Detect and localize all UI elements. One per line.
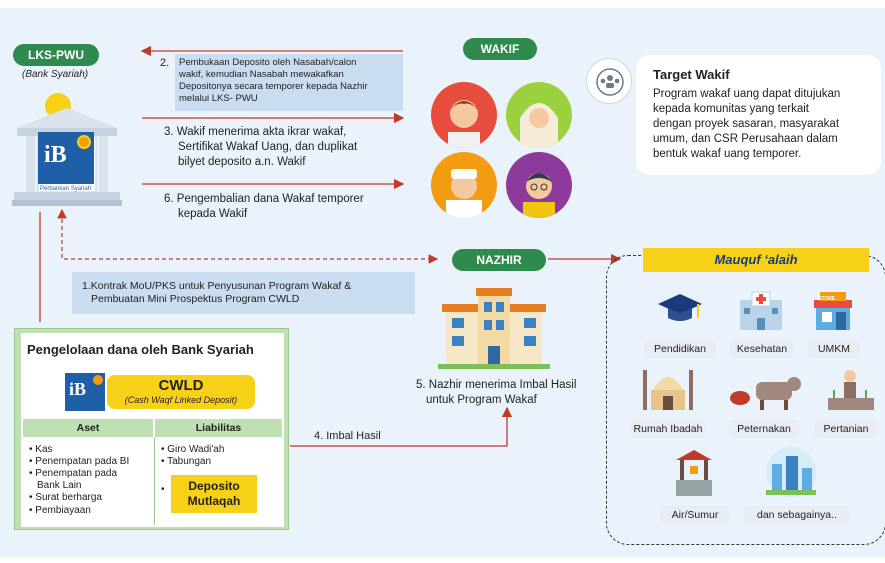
target-title: Target Wakif [653, 67, 730, 82]
target-line5: bentuk wakaf uang temporer. [653, 148, 802, 160]
step6-line2: kepada Wakif [178, 208, 248, 220]
nazhir-building-icon [438, 284, 550, 370]
step2-line3: Depositonya secara temporer kepada Nazhi… [179, 81, 368, 92]
mauquf-item-air-sumur: Air/Sumur [660, 506, 730, 524]
cwld-badge: CWLD (Cash Waqf Linked Deposit) [107, 375, 255, 409]
graduation-cap-icon [656, 292, 704, 326]
aset-header: Aset [23, 419, 153, 437]
lks-pwu-label: LKS-PWU [13, 44, 99, 66]
city-icon [760, 446, 822, 498]
aset-item: • Pembiayaan [29, 505, 91, 516]
step3-line2: Sertifikat Wakaf Uang, dan duplikat [178, 141, 358, 153]
mauquf-item-pertanian: Pertanian [815, 420, 877, 438]
mauquf-item-rumah-ibadah: Rumah Ibadah [630, 420, 706, 438]
target-people-icon [586, 58, 632, 104]
liabilitas-header: Liabilitas [155, 419, 282, 437]
target-line1: Program wakaf uang dapat ditujukan [653, 88, 841, 100]
store-icon [812, 290, 854, 332]
step2-number: 2. [160, 57, 170, 69]
panel-inner: Pengelolaan dana oleh Bank Syariah iB CW… [21, 333, 284, 527]
liab-bullet: • [161, 484, 165, 495]
liab-item: • Giro Wadi'ah [161, 444, 225, 455]
step6-line1: 6. Pengembalian dana Wakaf temporer [164, 193, 364, 205]
ib-caption: Perbankan Syariah [40, 186, 92, 192]
step1-highlight [72, 272, 415, 314]
step4-label: 4. Imbal Hasil [314, 430, 381, 442]
arrow-step4 [290, 406, 513, 447]
ib-star-icon [77, 135, 91, 149]
aset-item-cont: Bank Lain [37, 480, 82, 491]
farmer-icon [826, 368, 876, 412]
target-line2: kepada komunitas yang terkait [653, 103, 809, 115]
step2-highlight [175, 54, 403, 111]
wakif-woman-avatar-icon [506, 82, 572, 148]
aset-item: • Kas [29, 444, 53, 455]
bank-management-panel: Pengelolaan dana oleh Bank Syariah iB CW… [14, 328, 289, 530]
cwld-star-icon [93, 375, 103, 385]
wakif-label: WAKIF [463, 38, 537, 60]
mosque-icon [641, 362, 695, 410]
ib-logo: iB [38, 132, 94, 184]
step2-line4: melalui LKS- PWU [179, 93, 258, 104]
wakif-man-avatar-icon [431, 82, 497, 148]
cwld-ib-logo: iB [65, 373, 105, 411]
livestock-icon [726, 368, 806, 412]
hospital-icon [736, 290, 786, 330]
step3-line1: 3. Wakif menerima akta ikrar wakaf, [164, 126, 347, 138]
aset-item: • Penempatan pada [29, 468, 118, 479]
nazhir-label: NAZHIR [452, 249, 546, 271]
target-wakif-box: Target Wakif Program wakaf uang dapat di… [636, 55, 881, 175]
deposito-mutlaqah-box: Deposito Mutlaqah [171, 475, 257, 513]
well-icon [672, 448, 716, 498]
mauquf-item-umkm: UMKM [808, 340, 860, 358]
mauquf-item-dan-sebagainya: dan sebagainya.. [744, 506, 850, 524]
arrow-step1 [61, 212, 439, 264]
step1-line1: 1.Kontrak MoU/PKS untuk Penyusunan Progr… [82, 280, 352, 292]
mauquf-item-peternakan: Peternakan [729, 420, 799, 438]
lks-pwu-sub: (Bank Syariah) [22, 69, 89, 80]
mauquf-title: Mauquf ‘alaih [643, 248, 869, 272]
mauquf-item-pendidikan: Pendidikan [644, 340, 716, 358]
step2-line1: Pembukaan Deposito oleh Nasabah/calon [179, 57, 357, 68]
store-sign: STORE [818, 296, 836, 302]
step1-line2: Pembuatan Mini Prospektus Program CWLD [91, 293, 300, 305]
liab-item: • Tabungan [161, 456, 212, 466]
aset-item: • Surat berharga [29, 492, 102, 503]
mauquf-item-kesehatan: Kesehatan [730, 340, 794, 358]
step3-line3: bilyet deposito a.n. Wakif [178, 156, 306, 168]
step2-line2: wakif, kemudian Nasabah mewakafkan [179, 69, 344, 80]
target-line3: dengan proyek sasaran, masyarakat [653, 118, 840, 130]
step5-line2: untuk Program Wakaf [426, 394, 537, 406]
aset-item: • Penempatan pada BI [29, 456, 130, 466]
panel-title: Pengelolaan dana oleh Bank Syariah [27, 342, 254, 357]
top-border [0, 0, 885, 8]
wakif-ustadz-avatar-icon [431, 152, 497, 218]
target-line4: umum, dan CSR Perusahaan dalam [653, 133, 838, 145]
step5-line1: 5. Nazhir menerima Imbal Hasil [416, 379, 577, 391]
wakif-youth-avatar-icon [506, 152, 572, 218]
bottom-border [0, 557, 885, 563]
table-divider [154, 437, 155, 525]
